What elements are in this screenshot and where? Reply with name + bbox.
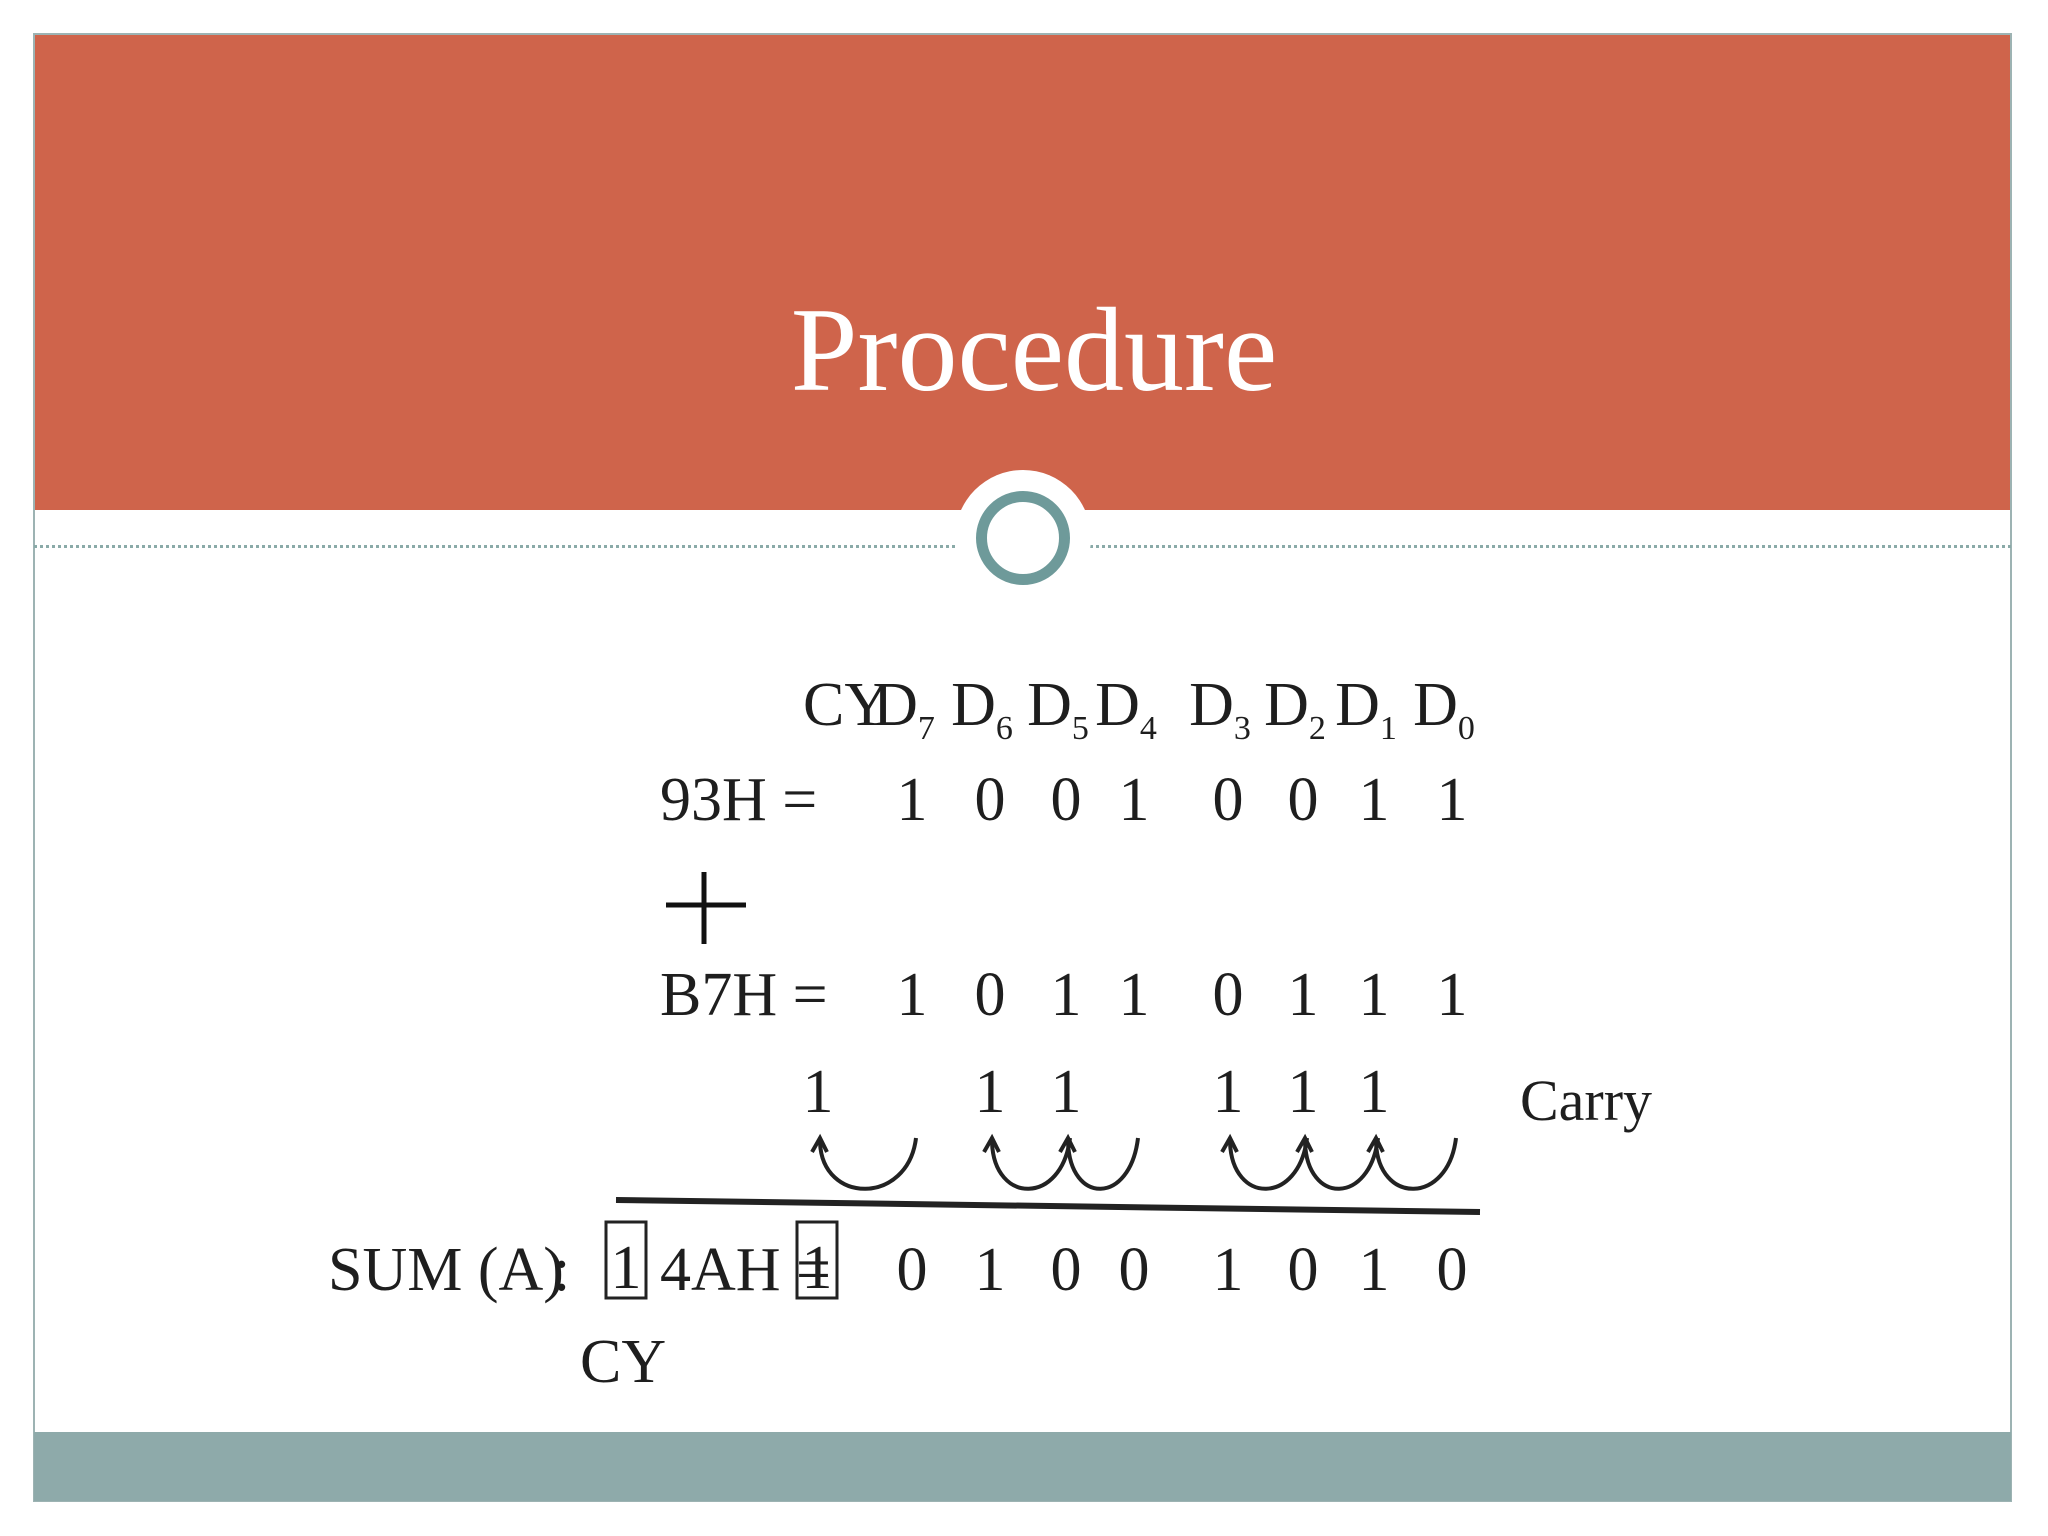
bit-header-d4: D4	[1095, 671, 1157, 747]
carry-bit: 1	[975, 1058, 1006, 1126]
carry-bit: 1	[1051, 1058, 1082, 1126]
carry-arrow	[1374, 1137, 1458, 1191]
carry-arrow	[818, 1137, 918, 1191]
operand-2-bit: 1	[1288, 961, 1319, 1029]
header-band	[34, 34, 2011, 510]
sum-bit: 0	[1437, 1236, 1468, 1304]
bit-header-letter: D	[1095, 671, 1140, 739]
sum-bit: 1	[1359, 1236, 1390, 1304]
carry-arrow-head	[1058, 1133, 1077, 1153]
carry-arrow-head	[1220, 1133, 1239, 1153]
carry-result-box	[604, 1220, 648, 1300]
operand-2-bit: 1	[1359, 961, 1390, 1029]
slide-frame	[33, 33, 2012, 1502]
bit-header-subscript: 1	[1380, 710, 1397, 747]
sum-bit: 0	[1119, 1236, 1150, 1304]
sum-colon: :	[553, 1236, 570, 1304]
bit-header-d5: D5	[1027, 671, 1089, 747]
slide-title: Procedure	[790, 283, 1278, 416]
operand-1-bit: 0	[1051, 766, 1082, 834]
bit-header-letter: D	[873, 671, 918, 739]
carry-arrow-head	[1366, 1133, 1385, 1153]
operand-2-bit: 1	[1437, 961, 1468, 1029]
operand-2-bit: 1	[1051, 961, 1082, 1029]
operand-2-bit: 1	[897, 961, 928, 1029]
sum-first-bit-box	[795, 1220, 839, 1300]
carry-result-box-value: 1	[611, 1234, 642, 1302]
carry-arrow-head	[982, 1133, 1001, 1153]
sum-hex-label: 4AH =	[660, 1236, 831, 1304]
sum-label: SUM (A)	[328, 1236, 564, 1304]
carry-cy-value: 1	[803, 1058, 834, 1126]
carry-bit: 1	[1288, 1058, 1319, 1126]
bit-header-letter: D	[1027, 671, 1072, 739]
bit-header-d3: D3	[1189, 671, 1251, 747]
operand-1-bit: 1	[1119, 766, 1150, 834]
bit-header-subscript: 0	[1458, 710, 1475, 747]
bit-header-d6: D6	[951, 671, 1013, 747]
sum-bit: 0	[1288, 1236, 1319, 1304]
bit-header-letter: D	[951, 671, 996, 739]
bit-header-subscript: 2	[1309, 710, 1326, 747]
bit-header-subscript: 5	[1072, 710, 1089, 747]
sum-first-bit-box-value: 1	[802, 1234, 833, 1302]
operand-1-bit: 0	[1213, 766, 1244, 834]
sum-cy-caption: CY	[580, 1328, 666, 1396]
bit-header-subscript: 6	[996, 710, 1013, 747]
bit-header-d2: D2	[1264, 671, 1326, 747]
carry-arrow-head	[1295, 1133, 1314, 1153]
carry-arrow	[990, 1137, 1072, 1191]
carry-label: Carry	[1520, 1068, 1652, 1133]
bit-header-d7: D7	[873, 671, 935, 747]
plus-icon	[666, 872, 746, 944]
operand-2-label: B7H =	[660, 961, 828, 1029]
carry-arrow	[1303, 1137, 1380, 1191]
operand-1-bit: 1	[1359, 766, 1390, 834]
bit-header-letter: D	[1413, 671, 1458, 739]
operand-1-bit: 1	[897, 766, 928, 834]
bit-header-subscript: 3	[1234, 710, 1251, 747]
operand-1-bit: 0	[975, 766, 1006, 834]
sum-bit: 0	[1051, 1236, 1082, 1304]
operand-1-bit: 1	[1437, 766, 1468, 834]
carry-arrow-head	[810, 1133, 829, 1153]
bit-header-subscript: 7	[918, 710, 935, 747]
bit-header-letter: D	[1264, 671, 1309, 739]
carry-bit: 1	[1359, 1058, 1390, 1126]
carry-arrow	[1228, 1137, 1309, 1191]
bit-header-d0: D0	[1413, 671, 1475, 747]
ring-icon	[976, 491, 1070, 585]
sum-bit: 1	[1213, 1236, 1244, 1304]
bit-header-letter: D	[1189, 671, 1234, 739]
operand-2-bit: 1	[1119, 961, 1150, 1029]
carry-arrows	[810, 1133, 1458, 1191]
bit-header-subscript: 4	[1140, 710, 1157, 747]
operand-2-bit: 0	[1213, 961, 1244, 1029]
operand-1-label: 93H =	[660, 766, 817, 834]
operand-1-bit: 0	[1288, 766, 1319, 834]
bit-header-letter: D	[1335, 671, 1380, 739]
bit-header-d1: D1	[1335, 671, 1397, 747]
result-line	[615, 1197, 1481, 1215]
footer-band	[34, 1432, 2011, 1501]
carry-bit: 1	[1213, 1058, 1244, 1126]
cy-column-label: CY	[803, 671, 889, 739]
sum-bit: 0	[897, 1236, 928, 1304]
operand-2-bit: 0	[975, 961, 1006, 1029]
sum-bit: 1	[975, 1236, 1006, 1304]
carry-arrow	[1066, 1137, 1140, 1191]
